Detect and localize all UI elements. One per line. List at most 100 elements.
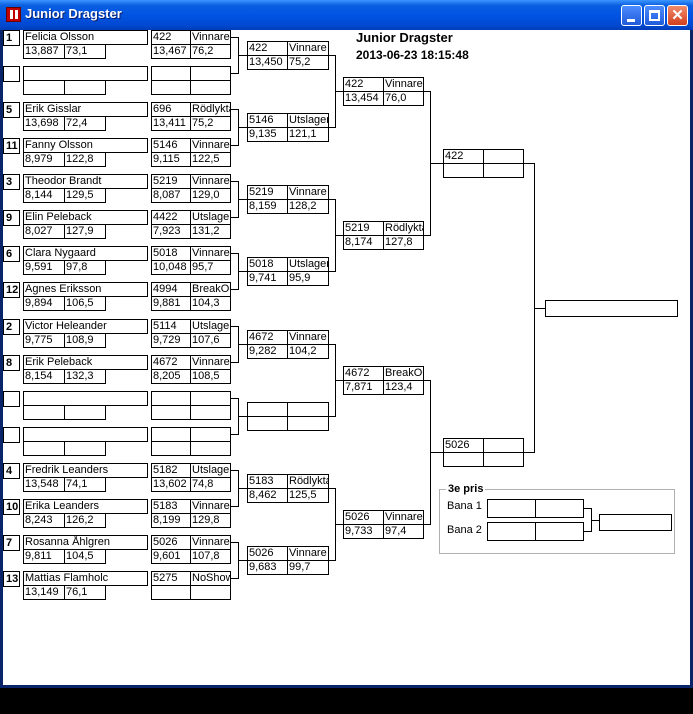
r1-result-status[interactable]: Utslagen bbox=[190, 210, 231, 225]
r2-result-num[interactable]: 5219 bbox=[247, 185, 288, 200]
r2-result-speed[interactable]: 75,2 bbox=[287, 55, 329, 70]
title-bar[interactable]: Junior Dragster ✕ bbox=[0, 0, 693, 30]
driver-et[interactable] bbox=[23, 80, 65, 95]
driver-speed[interactable]: 126,2 bbox=[64, 513, 106, 528]
driver-speed[interactable]: 74,1 bbox=[64, 477, 106, 492]
r1-result-num[interactable]: 5183 bbox=[151, 499, 191, 514]
r1-result-speed[interactable] bbox=[190, 405, 231, 420]
driver-et[interactable]: 8,154 bbox=[23, 369, 65, 384]
r2-result-num[interactable]: 5183 bbox=[247, 474, 288, 489]
r1-result-speed[interactable] bbox=[190, 80, 231, 95]
driver-et[interactable] bbox=[23, 405, 65, 420]
r2-result-num[interactable] bbox=[247, 402, 288, 417]
driver-speed[interactable]: 97,8 bbox=[64, 260, 106, 275]
driver-name[interactable]: Fanny Olsson bbox=[23, 138, 148, 153]
r3-result-et[interactable]: 8,174 bbox=[343, 235, 384, 250]
r1-result-num[interactable]: 696 bbox=[151, 102, 191, 117]
maximize-button[interactable] bbox=[644, 5, 665, 26]
minimize-button[interactable] bbox=[621, 5, 642, 26]
r1-result-num[interactable]: 5219 bbox=[151, 174, 191, 189]
semi-result-speed[interactable] bbox=[483, 163, 524, 178]
r1-result-et[interactable]: 9,115 bbox=[151, 152, 191, 167]
r1-result-num[interactable]: 5018 bbox=[151, 246, 191, 261]
driver-name[interactable]: Clara Nygaard bbox=[23, 246, 148, 261]
third-lane1-right[interactable] bbox=[535, 499, 584, 518]
driver-name[interactable] bbox=[23, 427, 148, 442]
r1-result-et[interactable] bbox=[151, 585, 191, 600]
semi-result-num[interactable]: 422 bbox=[443, 149, 484, 164]
driver-name[interactable]: Victor Heleander bbox=[23, 319, 148, 334]
third-lane2-right[interactable] bbox=[535, 522, 584, 541]
r1-result-et[interactable]: 9,729 bbox=[151, 333, 191, 348]
r1-result-speed[interactable]: 74,8 bbox=[190, 477, 231, 492]
r2-result-speed[interactable]: 95,9 bbox=[287, 271, 329, 286]
driver-name[interactable]: Elin Peleback bbox=[23, 210, 148, 225]
r2-result-num[interactable]: 5146 bbox=[247, 113, 288, 128]
r1-result-speed[interactable] bbox=[190, 441, 231, 456]
r1-result-status[interactable]: Utslagen bbox=[190, 319, 231, 334]
driver-speed[interactable]: 106,5 bbox=[64, 296, 106, 311]
r1-result-et[interactable]: 9,881 bbox=[151, 296, 191, 311]
r3-result-status[interactable]: Vinnare bbox=[383, 77, 424, 92]
r3-result-num[interactable]: 422 bbox=[343, 77, 384, 92]
r2-result-num[interactable]: 422 bbox=[247, 41, 288, 56]
driver-et[interactable]: 8,979 bbox=[23, 152, 65, 167]
r1-result-status[interactable] bbox=[190, 391, 231, 406]
third-place-result[interactable] bbox=[599, 514, 672, 531]
third-lane2-left[interactable] bbox=[487, 522, 536, 541]
driver-speed[interactable] bbox=[64, 441, 106, 456]
driver-name[interactable]: Erik Gisslar bbox=[23, 102, 148, 117]
r1-result-num[interactable] bbox=[151, 391, 191, 406]
r2-result-et[interactable]: 9,683 bbox=[247, 560, 288, 575]
driver-speed[interactable]: 108,9 bbox=[64, 333, 106, 348]
semi-result-et[interactable] bbox=[443, 452, 484, 467]
semi-result-et[interactable] bbox=[443, 163, 484, 178]
r1-result-status[interactable]: Vinnare bbox=[190, 535, 231, 550]
r2-result-et[interactable]: 8,462 bbox=[247, 488, 288, 503]
r2-result-et[interactable]: 9,741 bbox=[247, 271, 288, 286]
semi-result-status[interactable] bbox=[483, 438, 524, 453]
r1-result-status[interactable]: Utslagen bbox=[190, 463, 231, 478]
r2-result-num[interactable]: 5026 bbox=[247, 546, 288, 561]
r3-result-num[interactable]: 4672 bbox=[343, 366, 384, 381]
r1-result-status[interactable]: Vinnare bbox=[190, 138, 231, 153]
r1-result-num[interactable]: 5275 bbox=[151, 571, 191, 586]
r1-result-status[interactable]: Vinnare bbox=[190, 499, 231, 514]
semi-result-status[interactable] bbox=[483, 149, 524, 164]
driver-et[interactable]: 9,775 bbox=[23, 333, 65, 348]
r1-result-et[interactable] bbox=[151, 80, 191, 95]
r1-result-num[interactable]: 5146 bbox=[151, 138, 191, 153]
r1-result-num[interactable]: 4994 bbox=[151, 282, 191, 297]
driver-et[interactable]: 9,591 bbox=[23, 260, 65, 275]
r1-result-speed[interactable]: 129,0 bbox=[190, 188, 231, 203]
r1-result-speed[interactable]: 95,7 bbox=[190, 260, 231, 275]
r1-result-et[interactable]: 7,923 bbox=[151, 224, 191, 239]
r2-result-status[interactable]: Vinnare bbox=[287, 185, 329, 200]
r2-result-speed[interactable]: 99,7 bbox=[287, 560, 329, 575]
r1-result-num[interactable]: 5026 bbox=[151, 535, 191, 550]
r1-result-et[interactable]: 9,601 bbox=[151, 549, 191, 564]
r1-result-speed[interactable]: 76,2 bbox=[190, 44, 231, 59]
r2-result-speed[interactable]: 125,5 bbox=[287, 488, 329, 503]
r1-result-status[interactable] bbox=[190, 66, 231, 81]
r1-result-et[interactable]: 13,602 bbox=[151, 477, 191, 492]
driver-speed[interactable]: 122,8 bbox=[64, 152, 106, 167]
r2-result-speed[interactable] bbox=[287, 416, 329, 431]
r1-result-speed[interactable]: 122,5 bbox=[190, 152, 231, 167]
r1-result-num[interactable]: 4422 bbox=[151, 210, 191, 225]
driver-et[interactable] bbox=[23, 441, 65, 456]
driver-et[interactable]: 8,243 bbox=[23, 513, 65, 528]
r1-result-status[interactable]: NoShow bbox=[190, 571, 231, 586]
r1-result-et[interactable]: 10,048 bbox=[151, 260, 191, 275]
r3-result-et[interactable]: 9,733 bbox=[343, 524, 384, 539]
driver-speed[interactable]: 76,1 bbox=[64, 585, 106, 600]
r1-result-status[interactable]: Rödlykta bbox=[190, 102, 231, 117]
r2-result-status[interactable]: Utslagen bbox=[287, 113, 329, 128]
third-lane1-left[interactable] bbox=[487, 499, 536, 518]
r3-result-speed[interactable]: 76,0 bbox=[383, 91, 424, 106]
driver-et[interactable]: 13,698 bbox=[23, 116, 65, 131]
driver-speed[interactable]: 104,5 bbox=[64, 549, 106, 564]
driver-speed[interactable]: 127,9 bbox=[64, 224, 106, 239]
r1-result-status[interactable]: Vinnare bbox=[190, 246, 231, 261]
r3-result-et[interactable]: 13,454 bbox=[343, 91, 384, 106]
